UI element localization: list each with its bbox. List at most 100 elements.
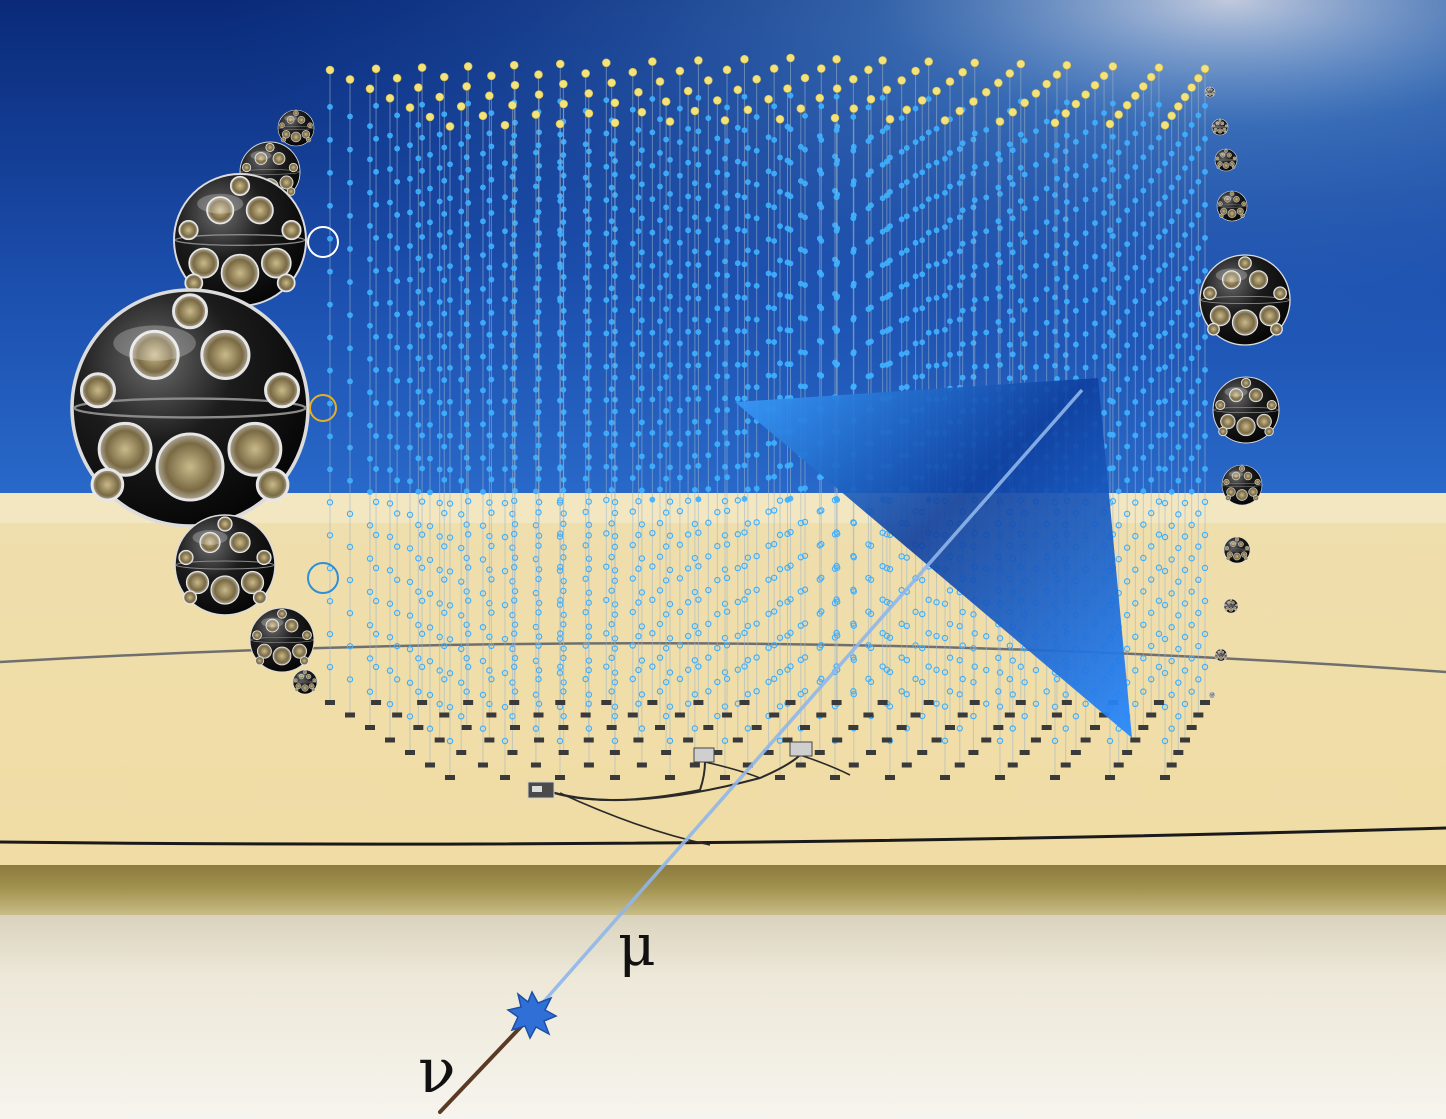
optical-module-dot	[959, 140, 966, 147]
optical-module-dot	[486, 164, 493, 170]
optical-module-dot	[1063, 331, 1070, 338]
string-buoy	[345, 75, 355, 84]
optical-module-dot	[1188, 355, 1195, 362]
optical-module-dot	[1032, 700, 1040, 708]
string-buoy	[783, 84, 792, 93]
optical-module-dot	[406, 578, 414, 586]
optical-module-dot	[479, 725, 487, 732]
optical-module-dot	[639, 453, 645, 460]
optical-module-dot	[677, 407, 683, 414]
optical-module-dot	[1148, 509, 1155, 517]
string-anchor	[1099, 712, 1110, 718]
optical-module-dot	[488, 376, 495, 383]
string-buoy	[969, 97, 978, 106]
optical-module-dot	[933, 294, 940, 301]
optical-module-dot	[585, 161, 592, 168]
optical-module-dot	[560, 386, 567, 393]
optical-module-dot	[1132, 667, 1139, 674]
optical-module-dot	[415, 322, 422, 328]
optical-module-dot	[486, 532, 493, 540]
optical-module-dot	[441, 609, 448, 616]
optical-module-dot	[903, 656, 910, 664]
string-buoy	[385, 93, 395, 103]
optical-module-dot	[488, 243, 495, 250]
optical-module-dot	[479, 556, 487, 563]
optical-module-dot	[1132, 566, 1139, 573]
string-buoy	[849, 74, 858, 84]
optical-module-dot	[1033, 128, 1039, 134]
optical-module-dot	[1195, 477, 1202, 484]
optical-module-dot	[582, 442, 589, 448]
string-anchor	[775, 775, 785, 780]
optical-module-dot	[833, 562, 840, 570]
optical-module-dot	[771, 204, 778, 211]
optical-module-dot	[1123, 544, 1131, 551]
optical-module-dot	[1155, 531, 1163, 538]
optical-module-dot	[816, 542, 823, 549]
optical-module-dot	[635, 666, 642, 674]
optical-module-dot	[535, 599, 543, 607]
optical-module-dot	[608, 688, 615, 695]
string-anchor	[1030, 737, 1041, 743]
optical-module-dot	[1124, 173, 1131, 180]
optical-module-dot	[925, 630, 932, 637]
optical-module-dot	[649, 463, 656, 470]
optical-module-dot	[415, 422, 422, 428]
optical-module-dot	[536, 431, 542, 438]
optical-module-dot	[995, 352, 1002, 359]
optical-module-dot	[1092, 220, 1098, 226]
optical-module-dot	[1132, 432, 1139, 439]
optical-module-dot	[1092, 186, 1098, 193]
optical-module-dot	[887, 154, 893, 161]
optical-module-dot	[818, 305, 825, 312]
optical-module-dot	[741, 328, 748, 335]
optical-module-dot	[458, 376, 465, 383]
optical-module-dot	[691, 316, 698, 323]
optical-module-dot	[770, 608, 778, 615]
optical-module-dot	[511, 521, 519, 528]
optical-module-dot	[441, 676, 448, 683]
optical-module-dot	[511, 431, 518, 438]
optical-module-dot	[933, 599, 940, 606]
optical-module-dot	[797, 178, 804, 184]
optical-module-dot	[959, 274, 966, 281]
optical-module-dot	[458, 208, 465, 215]
string-anchor	[371, 700, 382, 705]
optical-module-dot	[959, 207, 966, 214]
optical-module-dot	[777, 463, 783, 470]
optical-module-dot	[502, 160, 508, 167]
string-anchor	[720, 775, 730, 780]
optical-module-dot	[1132, 532, 1139, 540]
optical-module-dot	[1148, 476, 1155, 483]
optical-module-dot	[488, 143, 495, 150]
optical-module-sphere-icon	[70, 288, 310, 528]
optical-module-dot	[629, 307, 636, 314]
optical-module-dot	[797, 519, 805, 527]
optical-module-dot	[933, 125, 940, 132]
optical-module-dot	[635, 228, 642, 235]
string-buoy	[882, 85, 892, 95]
optical-module-dot	[1202, 466, 1208, 472]
optical-module-dot	[419, 234, 426, 240]
optical-module-dot	[635, 262, 642, 268]
optical-module-dot	[649, 229, 656, 236]
optical-module-dot	[1132, 298, 1139, 305]
string-anchor	[636, 762, 647, 768]
optical-module-dot	[557, 397, 564, 404]
optical-module-dot	[488, 110, 495, 116]
string-buoy	[392, 73, 402, 83]
string-anchor	[1070, 750, 1081, 755]
string-buoy	[683, 86, 693, 96]
optical-module-dot	[608, 285, 615, 292]
optical-module-dot	[656, 519, 664, 527]
optical-module-dot	[1115, 319, 1122, 325]
optical-module-dot	[744, 213, 751, 220]
optical-module-dot	[608, 218, 615, 225]
optical-module-dot	[971, 663, 978, 670]
optical-module-dot	[741, 529, 748, 536]
string-anchor	[484, 737, 495, 743]
optical-module-dot	[685, 396, 692, 403]
optical-module-dot	[770, 507, 778, 514]
string-buoy	[628, 67, 638, 77]
